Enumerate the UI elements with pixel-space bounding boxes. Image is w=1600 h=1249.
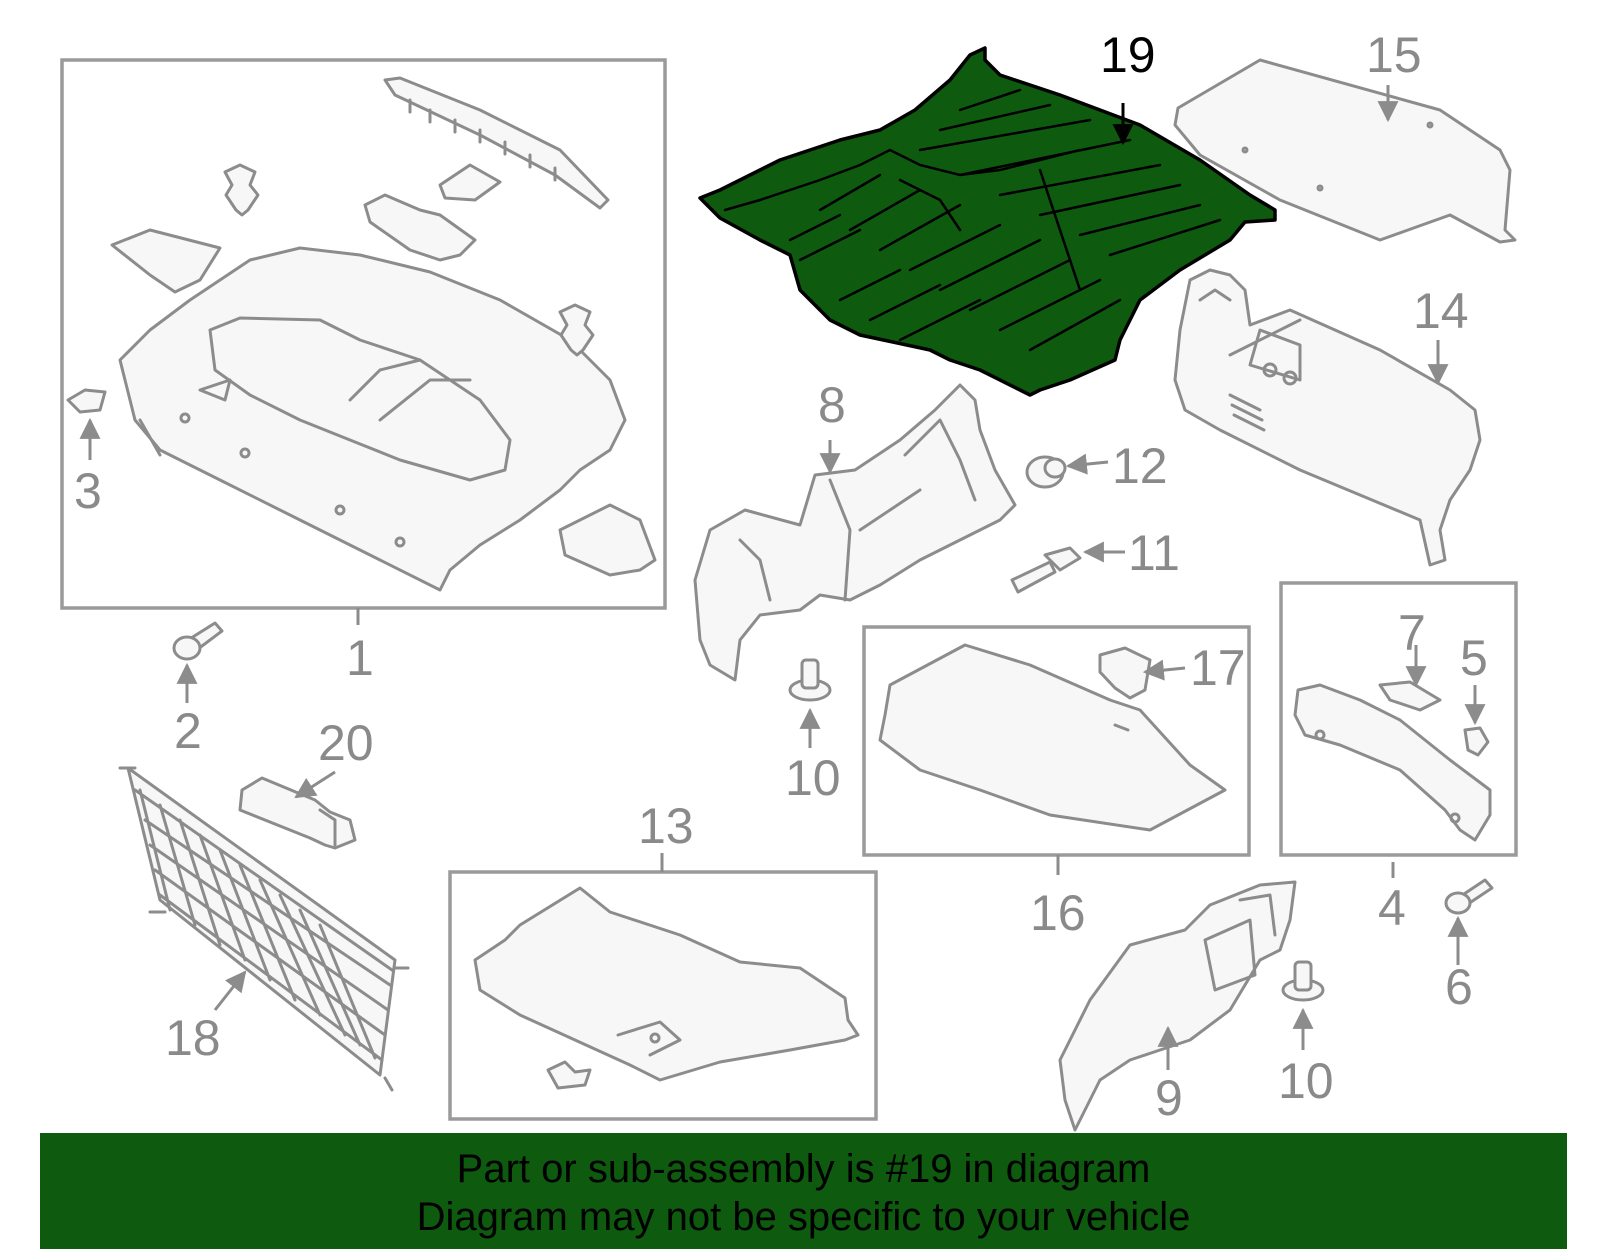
banner-line-2: Diagram may not be specific to your vehi… bbox=[416, 1195, 1191, 1239]
trim-panel-part-14 bbox=[1173, 268, 1482, 567]
callout-7: 7 bbox=[1398, 605, 1426, 661]
callout-17: 17 bbox=[1190, 640, 1246, 696]
floor-cover-part-13 bbox=[473, 886, 860, 1090]
group-box-4 bbox=[1279, 581, 1518, 857]
sill-plate-part-4 bbox=[1293, 680, 1492, 842]
fastener-part-10b bbox=[1281, 960, 1325, 1002]
callout-10b: 10 bbox=[1278, 1053, 1334, 1109]
info-banner: Part or sub-assembly is #19 in diagram D… bbox=[40, 1133, 1567, 1249]
stud-part-11 bbox=[1010, 546, 1082, 594]
bolt-part-6 bbox=[1444, 878, 1494, 915]
callout-14: 14 bbox=[1413, 283, 1469, 339]
callout-2: 2 bbox=[174, 703, 202, 759]
callout-15: 15 bbox=[1366, 27, 1422, 83]
callout-9: 9 bbox=[1155, 1070, 1183, 1126]
callout-10a: 10 bbox=[785, 750, 841, 806]
callout-8: 8 bbox=[818, 377, 846, 433]
load-floor-part-16 bbox=[878, 643, 1227, 832]
lower-trim-part-9 bbox=[1058, 880, 1297, 1132]
quarter-trim-part-8 bbox=[693, 383, 1017, 682]
callout-18: 18 bbox=[165, 1010, 221, 1066]
callout-1: 1 bbox=[346, 630, 374, 686]
rail-part bbox=[383, 76, 610, 210]
banner-line-1: Part or sub-assembly is #19 in diagram bbox=[456, 1147, 1151, 1191]
callout-12: 12 bbox=[1112, 438, 1168, 494]
callout-3: 3 bbox=[74, 463, 102, 519]
package-tray-part bbox=[118, 246, 627, 592]
plug-part-12 bbox=[1025, 455, 1067, 489]
callout-13: 13 bbox=[638, 798, 694, 854]
cover-parts bbox=[66, 163, 657, 577]
callout-5: 5 bbox=[1460, 630, 1488, 686]
group-box-1 bbox=[60, 58, 667, 610]
callout-11: 11 bbox=[1128, 525, 1180, 581]
bolt-part-2 bbox=[172, 621, 224, 661]
cargo-net-part-18 bbox=[118, 766, 410, 1092]
callout-16: 16 bbox=[1030, 885, 1086, 941]
callout-4: 4 bbox=[1378, 880, 1406, 936]
callout-20: 20 bbox=[318, 715, 374, 771]
callout-19: 19 bbox=[1100, 27, 1156, 83]
fastener-part-10a bbox=[788, 658, 832, 702]
clip-part bbox=[223, 163, 595, 357]
bracket-part-20 bbox=[238, 776, 357, 850]
panel-part-15 bbox=[1173, 58, 1517, 244]
callout-6: 6 bbox=[1445, 959, 1473, 1015]
